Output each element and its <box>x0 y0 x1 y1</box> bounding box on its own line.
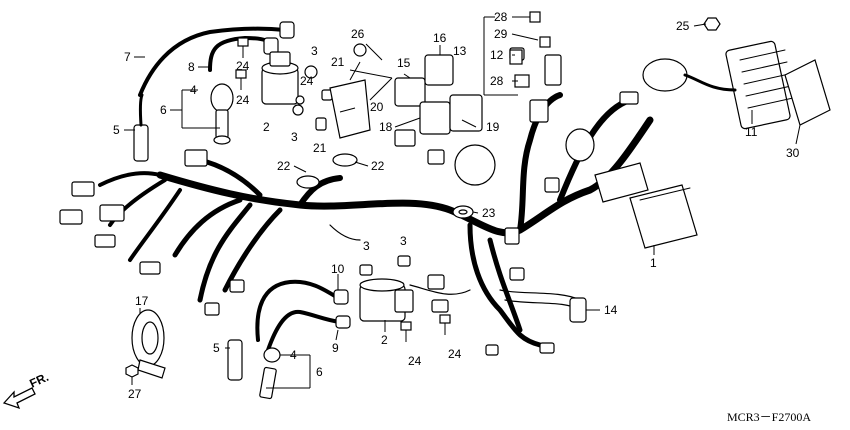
horn-bolt <box>125 364 139 385</box>
callout-15: 15 <box>397 56 411 70</box>
harness-connectors <box>59 47 639 356</box>
callout-25: 25 <box>676 19 690 33</box>
callout-24c: 24 <box>300 74 314 88</box>
callout-7: 7 <box>124 50 131 64</box>
leader-lines <box>124 16 801 389</box>
bolts-top <box>235 37 249 90</box>
cylinder-parts <box>296 128 595 189</box>
callout-22b: 22 <box>371 159 385 173</box>
callout-1: 1 <box>650 256 657 270</box>
sensor-cable-lower <box>255 279 351 352</box>
bulb-socket-lower <box>227 339 281 400</box>
callout-6a: 6 <box>160 103 167 117</box>
ignition-coil-lower <box>359 278 414 322</box>
regulator-rectifier <box>642 17 831 130</box>
grommet-23 <box>452 205 474 219</box>
callout-17: 17 <box>135 294 149 308</box>
callout-20: 20 <box>370 100 384 114</box>
relays-group <box>394 54 483 165</box>
sensor-cable-7 <box>138 21 295 97</box>
callout-21a: 21 <box>331 55 345 69</box>
fuse-cluster <box>509 11 551 88</box>
front-direction-arrow: FR. <box>2 370 51 410</box>
callout-3a: 3 <box>311 44 318 58</box>
callout-14: 14 <box>604 303 618 317</box>
diagram-code: MCR3－F2700A <box>727 410 811 424</box>
callout-3d: 3 <box>400 234 407 248</box>
callout-18: 18 <box>379 120 393 134</box>
callout-10: 10 <box>331 262 345 276</box>
callout-23: 23 <box>482 206 496 220</box>
callout-4a: 4 <box>190 83 197 97</box>
callout-3b: 3 <box>291 130 298 144</box>
callout-24e: 24 <box>448 347 462 361</box>
callout-2b: 2 <box>381 333 388 347</box>
callout-5a: 5 <box>113 123 120 137</box>
callout-9: 9 <box>332 341 339 355</box>
callout-24a: 24 <box>236 59 250 73</box>
callout-labels: 28 29 13 12 28 25 7 8 4 6 5 24 24 24 2 3… <box>113 10 800 401</box>
connector-14 <box>569 297 587 323</box>
callout-2a: 2 <box>263 120 270 134</box>
callout-12: 12 <box>490 48 504 62</box>
bolts-lower <box>400 314 451 342</box>
callout-30: 30 <box>786 146 800 160</box>
callout-24d: 24 <box>408 354 422 368</box>
callout-13: 13 <box>453 44 467 58</box>
bulb-socket-upper <box>133 83 234 162</box>
callout-24b: 24 <box>236 93 250 107</box>
callout-6b: 6 <box>316 365 323 379</box>
clips-lower <box>359 255 411 276</box>
ecu-connector <box>594 162 649 203</box>
front-direction-label: FR. <box>27 370 50 391</box>
callout-26: 26 <box>351 27 365 41</box>
callout-21b: 21 <box>313 141 327 155</box>
callout-27: 27 <box>128 387 142 401</box>
callout-16: 16 <box>433 31 447 45</box>
callout-28b: 28 <box>490 74 504 88</box>
callout-28a: 28 <box>494 10 508 24</box>
horn <box>131 309 166 379</box>
callout-4b: 4 <box>290 348 297 362</box>
callout-3c: 3 <box>363 239 370 253</box>
callout-19: 19 <box>486 120 500 134</box>
callout-11: 11 <box>745 125 758 139</box>
callout-22a: 22 <box>277 159 291 173</box>
callout-5b: 5 <box>213 341 220 355</box>
ecu-module <box>629 184 698 249</box>
callout-29: 29 <box>494 27 508 41</box>
callout-8: 8 <box>188 60 195 74</box>
starter-relay-top <box>261 51 305 105</box>
